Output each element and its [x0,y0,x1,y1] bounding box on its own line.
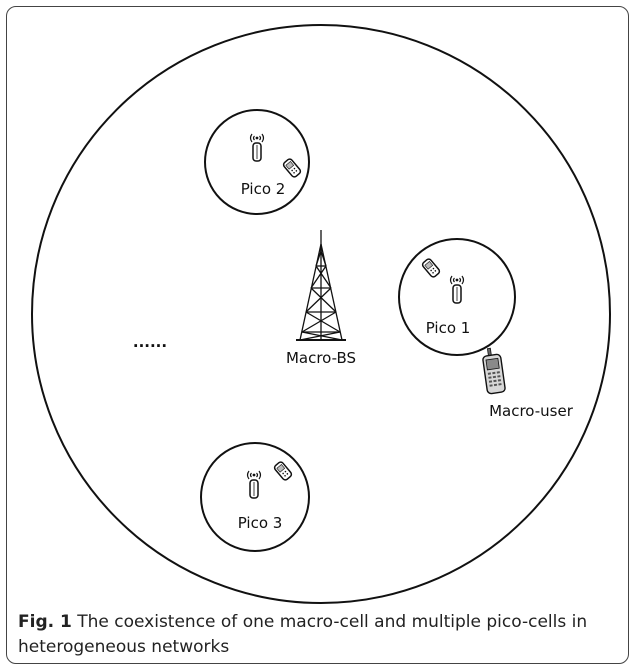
figure-number: Fig. 1 [18,612,72,632]
macro-cell-boundary [31,24,611,604]
pico-2-antenna-icon [249,133,265,162]
network-diagram: Pico 2 Pico 1 Pico 3 Macro-BS Macro-user… [31,24,611,604]
pico-1-label: Pico 1 [426,319,471,337]
macro-bs-tower-icon [296,230,346,341]
pico-3-label: Pico 3 [238,514,283,532]
caption-text: The coexistence of one macro-cell and mu… [18,612,588,657]
figure-caption: Fig. 1 The coexistence of one macro-cell… [18,610,618,660]
more-cells-ellipsis: ...... [133,333,167,351]
pico-3-user-phone-icon [272,460,294,482]
macro-user-label: Macro-user [489,402,574,420]
pico-1-user-phone-icon [420,257,442,279]
pico-cell-2-boundary [204,109,310,215]
macro-bs-label: Macro-BS [286,349,356,367]
pico-3-antenna-icon [246,470,262,499]
pico-2-label: Pico 2 [241,180,286,198]
macro-user-phone-icon [482,347,506,395]
pico-2-user-phone-icon [281,157,303,179]
pico-1-antenna-icon [449,275,465,304]
pico-cell-1-boundary [398,238,516,356]
pico-cell-3-boundary [200,442,310,552]
